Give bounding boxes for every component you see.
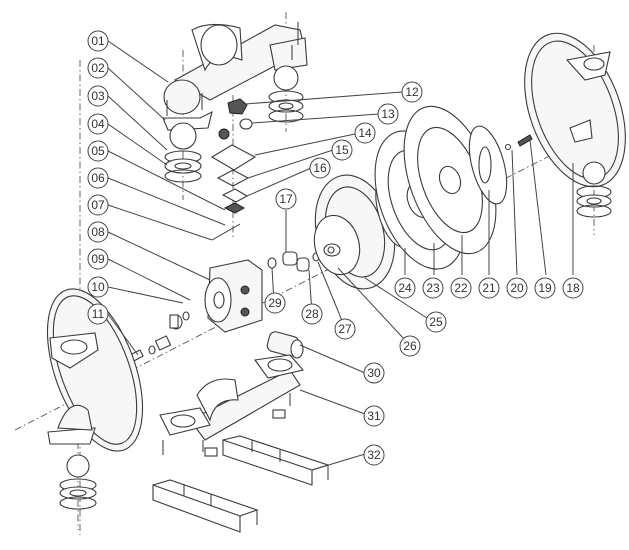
callout-24: 24 <box>394 277 416 299</box>
callout-04: 04 <box>87 113 109 135</box>
callout-32: 32 <box>363 444 385 466</box>
svg-text:16: 16 <box>313 161 327 175</box>
callout-06: 06 <box>87 167 109 189</box>
callout-21: 21 <box>478 277 500 299</box>
right-air-chamber <box>313 174 396 290</box>
callout-26: 26 <box>399 335 421 357</box>
callout-13: 13 <box>377 103 399 125</box>
svg-text:31: 31 <box>367 409 381 423</box>
svg-text:19: 19 <box>538 281 552 295</box>
callout-10: 10 <box>87 276 109 298</box>
leader-lines <box>107 40 574 471</box>
callout-25: 25 <box>425 311 447 333</box>
shaft-bushings <box>148 251 320 355</box>
svg-text:32: 32 <box>367 448 381 462</box>
callout-20: 20 <box>506 277 528 299</box>
svg-text:28: 28 <box>305 307 319 321</box>
callout-14: 14 <box>354 122 376 144</box>
inlet-manifold <box>159 354 305 457</box>
svg-text:17: 17 <box>279 192 293 206</box>
callout-18: 18 <box>562 277 584 299</box>
center-body <box>204 259 263 333</box>
upper-left-valve-set <box>164 122 202 183</box>
callout-03: 03 <box>87 85 109 107</box>
svg-text:23: 23 <box>426 281 440 295</box>
svg-text:01: 01 <box>91 34 105 48</box>
callout-02: 02 <box>87 57 109 79</box>
svg-text:10: 10 <box>91 280 105 294</box>
svg-text:25: 25 <box>429 315 443 329</box>
svg-text:11: 11 <box>92 307 105 321</box>
callout-19: 19 <box>534 277 556 299</box>
svg-text:18: 18 <box>566 281 580 295</box>
callout-05: 05 <box>87 140 109 162</box>
right-liquid-chamber <box>524 32 626 218</box>
svg-text:06: 06 <box>91 171 105 185</box>
callout-17: 17 <box>275 188 297 210</box>
svg-text:08: 08 <box>91 225 105 239</box>
callout-31: 31 <box>363 405 385 427</box>
base-brackets <box>152 435 330 533</box>
svg-text:22: 22 <box>454 281 468 295</box>
diaphragm-stack <box>374 105 533 270</box>
callout-29: 29 <box>264 292 286 314</box>
svg-text:09: 09 <box>91 252 105 266</box>
callout-01: 01 <box>87 30 109 52</box>
callout-09: 09 <box>87 248 109 270</box>
svg-text:15: 15 <box>335 143 349 157</box>
svg-text:21: 21 <box>482 281 496 295</box>
callout-16: 16 <box>309 157 331 179</box>
svg-text:20: 20 <box>510 281 524 295</box>
svg-text:04: 04 <box>91 117 105 131</box>
discharge-manifold <box>162 22 308 131</box>
svg-text:12: 12 <box>405 85 419 99</box>
air-valve-parts <box>210 98 257 241</box>
muffler <box>266 331 304 359</box>
svg-text:05: 05 <box>91 144 105 158</box>
svg-text:13: 13 <box>381 107 395 121</box>
callout-15: 15 <box>331 139 353 161</box>
svg-text:07: 07 <box>91 198 105 212</box>
callout-12: 12 <box>401 81 423 103</box>
svg-text:26: 26 <box>403 339 417 353</box>
svg-text:03: 03 <box>91 89 105 103</box>
svg-text:14: 14 <box>358 126 372 140</box>
callout-30: 30 <box>363 362 385 384</box>
svg-text:24: 24 <box>398 281 412 295</box>
svg-text:29: 29 <box>268 296 282 310</box>
callout-07: 07 <box>87 194 109 216</box>
callout-23: 23 <box>422 277 444 299</box>
upper-right-valve-set <box>268 65 304 123</box>
callout-11: 11 <box>87 303 109 325</box>
svg-text:30: 30 <box>367 366 381 380</box>
svg-text:02: 02 <box>91 61 105 75</box>
svg-text:27: 27 <box>338 322 352 336</box>
callout-08: 08 <box>87 221 109 243</box>
callout-28: 28 <box>301 303 323 325</box>
callouts: 01 02 03 04 05 06 07 08 09 10 11 12 13 1… <box>87 30 584 466</box>
callout-22: 22 <box>450 277 472 299</box>
callout-27: 27 <box>334 318 356 340</box>
